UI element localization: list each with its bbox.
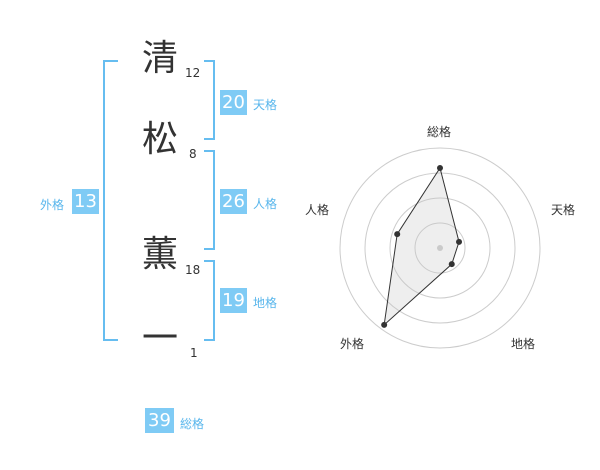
stroke-count-2: 8 — [189, 147, 197, 161]
jinkaku-label: 人格 — [253, 197, 278, 211]
radar-polygon — [383, 166, 460, 327]
radar-axis-label-chikaku: 地格 — [511, 337, 536, 351]
radar-point — [437, 165, 443, 171]
radar-point — [448, 261, 455, 268]
gaikaku-label: 外格 — [40, 198, 65, 212]
gaikaku-value: 13 — [72, 189, 99, 214]
stroke-count-3: 18 — [185, 263, 201, 277]
radar-center — [437, 245, 443, 251]
radar-axis-label-tenkaku: 天格 — [551, 203, 576, 217]
radar-ring — [389, 197, 491, 299]
chikaku-bracket — [204, 260, 215, 341]
soukaku-label: 総格 — [180, 417, 205, 431]
chikaku-label: 地格 — [253, 296, 278, 310]
jinkaku-value: 26 — [220, 189, 247, 214]
stroke-count-4: 1 — [190, 346, 198, 360]
radar-axis-label-gaikaku: 外格 — [340, 337, 365, 351]
radar-ring — [339, 147, 541, 349]
chikaku-value: 19 — [220, 288, 247, 313]
radar-ring — [364, 172, 516, 324]
radar-axis-label-jinkaku: 人格 — [305, 203, 330, 217]
tenkaku-label: 天格 — [253, 98, 278, 112]
jinkaku-bracket — [204, 150, 215, 250]
radar-ring — [414, 222, 466, 274]
name-char-3: 薫 — [142, 234, 179, 275]
radar-point — [394, 231, 401, 238]
soukaku-value: 39 — [145, 408, 174, 433]
radar-axis-label-soukaku: 総格 — [427, 125, 452, 139]
tenkaku-value: 20 — [220, 90, 247, 115]
radar-point — [456, 238, 463, 245]
radar-point — [381, 321, 388, 328]
name-char-1: 清 — [142, 38, 179, 79]
outer-bracket — [103, 60, 118, 341]
stroke-count-1: 12 — [185, 66, 201, 80]
name-char-4: 一 — [142, 318, 179, 359]
name-char-2: 松 — [142, 119, 179, 160]
tenkaku-bracket — [204, 60, 215, 140]
